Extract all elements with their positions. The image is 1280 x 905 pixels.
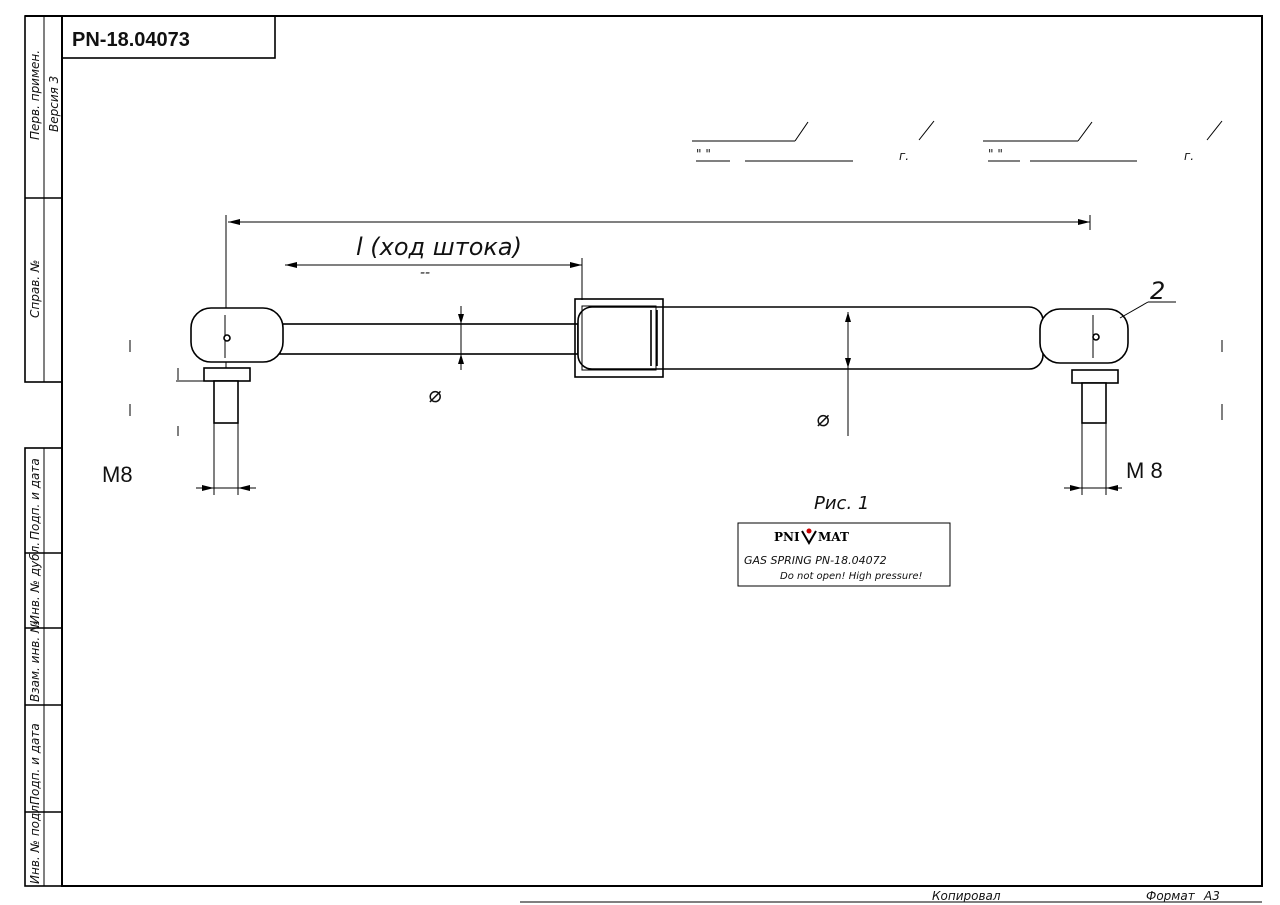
thread-right-label: M 8 [1126, 458, 1163, 483]
approval-2-year: г. [1184, 149, 1194, 163]
title-code-box: PN-18.04073 [61, 15, 276, 59]
stamp-sign-date-1: Подп. и дата [28, 458, 42, 540]
thread-dimensions: M8 M 8 [102, 423, 1163, 495]
stroke-label: l (ход штока) [356, 233, 522, 261]
footer: Копировал Формат А3 [520, 889, 1262, 903]
approval-fields: " " г. " " г. [692, 120, 1223, 163]
brand-logo-icon [801, 528, 817, 545]
approval-2-quote: " " [988, 147, 1003, 161]
gas-spring [190, 298, 1129, 424]
approval-1-year: г. [899, 149, 909, 163]
stroke-sublabel: -- [420, 265, 430, 281]
right-ball-socket [1039, 308, 1129, 364]
approval-1-quote: " " [696, 147, 711, 161]
brand-left: PNI [774, 530, 800, 544]
label-line-2: Do not open! High pressure! [780, 571, 923, 582]
footer-copied: Копировал [932, 889, 1001, 903]
body-diameter-symbol: ⌀ [816, 407, 830, 432]
brand-right: MAT [818, 530, 849, 544]
cylinder-sleeve [574, 298, 664, 378]
callout-2: 2 [1119, 277, 1176, 319]
drawing-code: PN-18.04073 [72, 29, 190, 51]
figure-caption: Рис. 1 [814, 493, 869, 514]
footer-format-value: А3 [1203, 889, 1220, 903]
footer-format-label: Формат [1146, 889, 1196, 903]
left-ball-socket [190, 307, 284, 363]
thread-left-label: M8 [102, 462, 133, 487]
label-line-1: GAS SPRING PN-18.04072 [744, 554, 887, 567]
stamp-sign-date-2: Подп. и дата [28, 723, 42, 805]
stroke-dimension: l (ход штока) -- [285, 233, 583, 300]
stamp-version: Версия 3 [47, 76, 61, 132]
stamp-first-use: Перв. примен. [28, 50, 42, 140]
stamp-dup-inv: Инв. № дубл. [28, 542, 42, 624]
piston-rod [279, 323, 579, 355]
rod-diameter-symbol: ⌀ [428, 383, 442, 408]
stamp-reference-no: Справ. № [28, 260, 42, 318]
diameter-dimensions: ⌀ ⌀ [428, 306, 851, 436]
product-label: PNI MAT GAS SPRING PN-18.04072 Do not op… [737, 522, 951, 587]
cylinder-body [577, 306, 1044, 370]
stamp-orig-inv: Инв. № подл. [28, 801, 42, 884]
callout-number: 2 [1150, 277, 1165, 305]
stamp-replace-inv: Взам. инв. № [28, 621, 42, 702]
side-vertical-dimensions [129, 340, 1223, 436]
side-stamp: Перв. примен. Версия 3 Справ. № Подп. и … [24, 15, 63, 887]
overall-length-dimension [225, 215, 1091, 395]
